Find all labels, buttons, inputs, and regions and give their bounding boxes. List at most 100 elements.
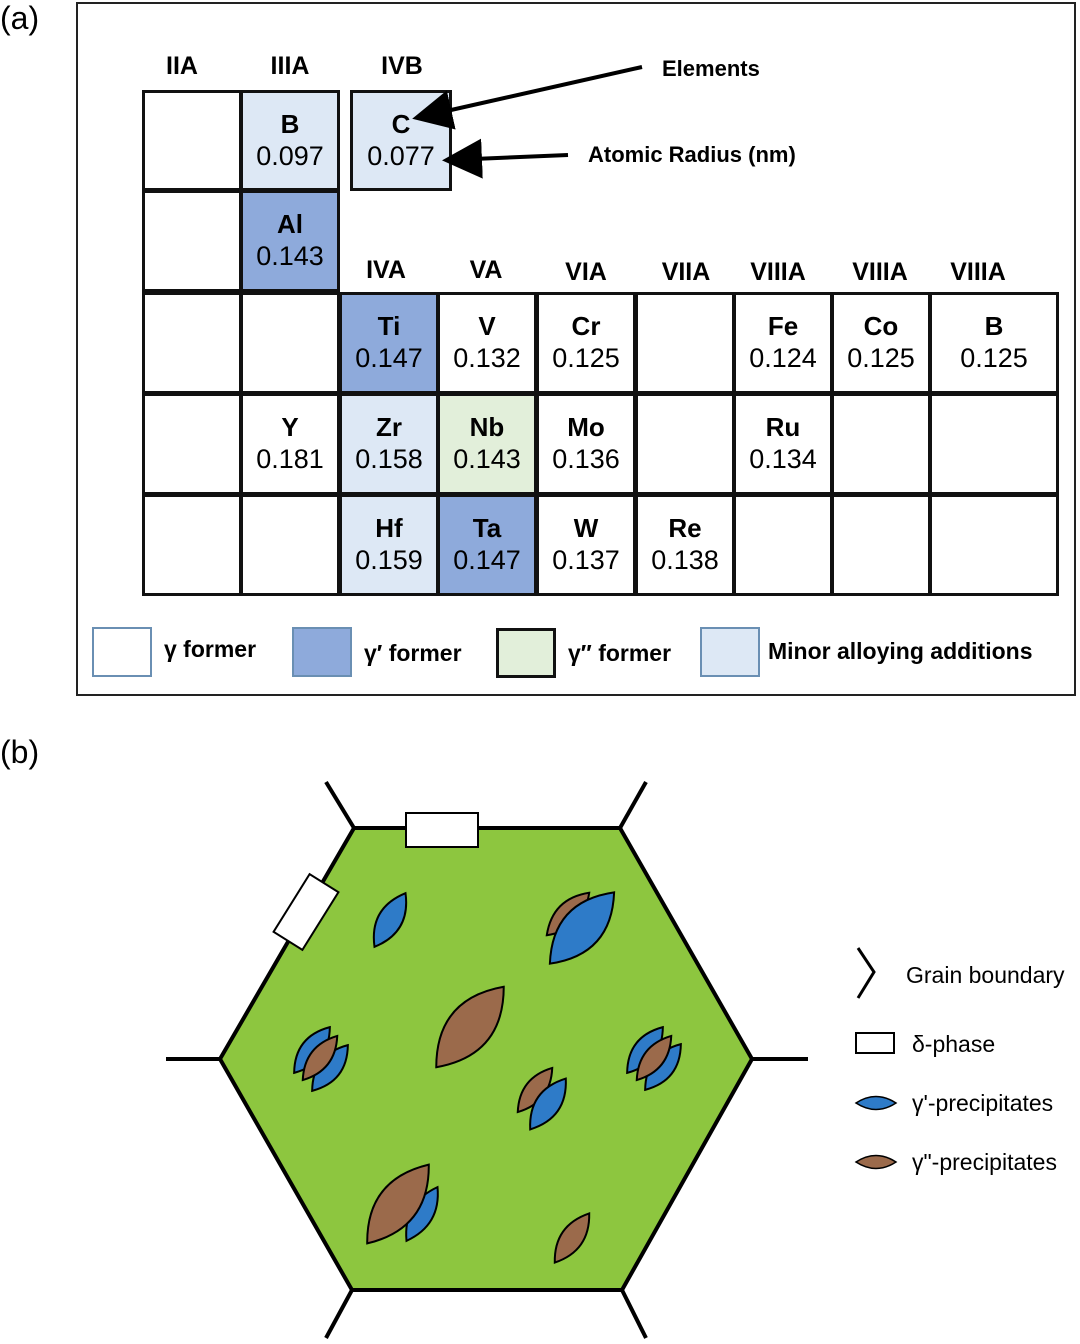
empty-cell <box>733 494 833 596</box>
element-symbol: Cr <box>571 311 601 341</box>
element-symbol: Fe <box>767 311 799 341</box>
delta-phase-icon <box>855 1032 895 1054</box>
element-symbol: Ta <box>472 513 502 543</box>
atomic-radius: 0.077 <box>367 140 435 171</box>
gamma-prime-precipitate <box>372 891 408 949</box>
legend-label-gamma-double-prime: γ″ former <box>568 640 672 666</box>
group-header-viia: VIIA <box>661 258 711 286</box>
legend-label-delta-phase: δ-phase <box>912 1031 996 1057</box>
gamma-double-prime-precipitate <box>366 1163 430 1245</box>
element-symbol: C <box>391 108 411 139</box>
element-symbol: Ti <box>377 311 401 341</box>
element-symbol: B <box>984 311 1004 341</box>
group-header-va: VA <box>469 256 503 284</box>
group-header-ivb: IVB <box>381 52 423 80</box>
empty-cell <box>929 494 1059 596</box>
atomic-radius: 0.125 <box>552 343 620 373</box>
legend-swatch-gamma-double-prime <box>496 628 556 678</box>
element-symbol: Ru <box>765 412 801 442</box>
atomic-radius: 0.097 <box>256 140 324 171</box>
gamma-double-prime-precipitate <box>301 1034 339 1082</box>
element-symbol: B <box>280 108 300 139</box>
gamma-double-prime-precipitate <box>553 1212 591 1264</box>
atomic-radius: 0.134 <box>749 444 817 474</box>
gamma-prime-precipitate-icon <box>854 1095 898 1111</box>
grain-boundary-stub <box>324 1289 354 1339</box>
delta-phase <box>272 872 340 952</box>
atomic-radius: 0.132 <box>453 343 521 373</box>
atomic-radius: 0.143 <box>256 241 324 271</box>
group-header-iva: IVA <box>366 256 406 284</box>
group-header-iiia: IIIA <box>270 52 310 80</box>
panel-a-label: (a) <box>0 0 40 36</box>
legend-label-gamma-prime: γ′ former <box>364 640 462 666</box>
atomic-radius: 0.124 <box>749 343 817 373</box>
grain-boundary-icon <box>856 947 876 999</box>
group-header-viiia-1: VIIIA <box>750 258 806 286</box>
panel-b-label: (b) <box>0 734 40 770</box>
legend-label-grain-boundary: Grain boundary <box>906 962 1065 988</box>
group-header-viiia-2: VIIIA <box>852 258 908 286</box>
group-header-viiia-3: VIIIA <box>950 258 1006 286</box>
gamma-prime-precipitate <box>548 891 616 965</box>
legend-label-gamma: γ former <box>164 636 257 662</box>
atomic-radius: 0.159 <box>355 545 423 575</box>
element-symbol: W <box>573 513 599 543</box>
element-symbol: Al <box>277 209 303 239</box>
atomic-radius: 0.125 <box>847 343 915 373</box>
legend-label-gamma-double-prime-precipitates: γ"-precipitates <box>912 1149 1057 1175</box>
atomic-radius: 0.158 <box>355 444 423 474</box>
atomic-radius: 0.136 <box>552 444 620 474</box>
element-symbol: Y <box>281 412 299 442</box>
legend-swatch-minor <box>700 627 760 677</box>
legend-label-gamma-prime-precipitates: γ'-precipitates <box>912 1090 1054 1116</box>
gamma-double-prime-precipitate <box>635 1034 673 1082</box>
element-symbol: Mo <box>567 412 605 442</box>
grain-boundary-stub <box>618 781 648 829</box>
group-header-iia: IIA <box>166 52 198 80</box>
empty-cell <box>240 292 340 394</box>
periodic-table-frame <box>76 2 1076 696</box>
atomic-radius: 0.147 <box>355 343 423 373</box>
atomic-radius: 0.125 <box>960 343 1028 373</box>
atomic-radius: 0.137 <box>552 545 620 575</box>
empty-cell <box>831 494 931 596</box>
atomic-radius: 0.138 <box>651 545 719 575</box>
element-symbol: V <box>478 311 496 341</box>
element-symbol: Co <box>863 311 899 341</box>
legend-swatch-gamma-prime <box>292 627 352 677</box>
element-symbol: Re <box>668 513 702 543</box>
grain-boundary-stub <box>620 1289 648 1339</box>
grain-boundary-stub <box>324 780 356 830</box>
empty-cell <box>240 494 340 596</box>
gamma-double-prime-precipitate-icon <box>854 1154 898 1170</box>
gamma-prime-precipitate <box>529 1077 567 1131</box>
element-symbol: Nb <box>469 412 505 442</box>
empty-cell <box>929 393 1059 495</box>
empty-cell <box>142 292 242 394</box>
element-symbol: Hf <box>375 513 403 543</box>
atomic-radius: 0.181 <box>256 444 324 474</box>
gamma-double-prime-precipitate <box>435 985 505 1069</box>
annotation-elements: Elements <box>662 56 760 81</box>
delta-phase <box>405 812 479 848</box>
grain <box>217 826 755 1292</box>
atomic-radius: 0.147 <box>453 545 521 575</box>
legend-swatch-gamma <box>92 627 152 677</box>
